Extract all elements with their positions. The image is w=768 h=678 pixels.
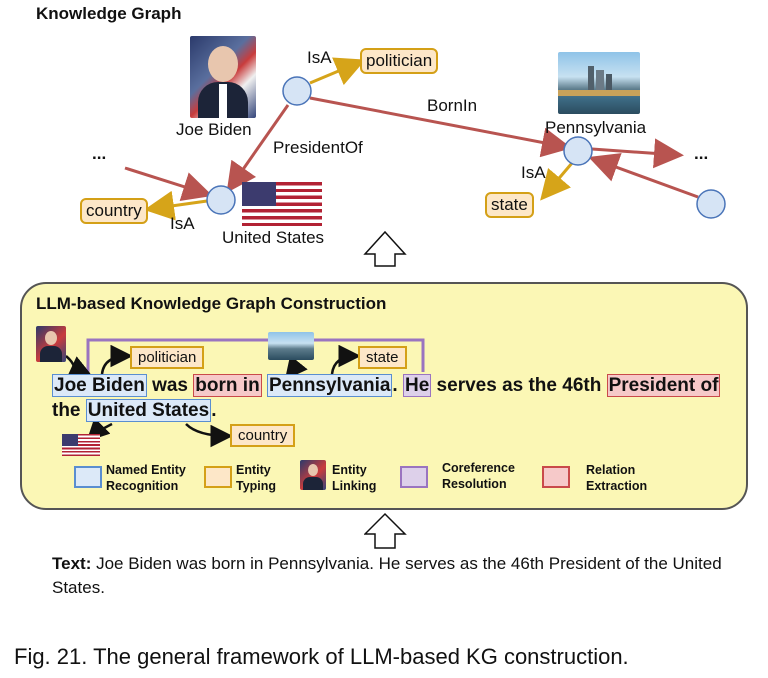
span-pennsylvania: Pennsylvania xyxy=(266,374,393,397)
legend-swatch-typing xyxy=(204,466,232,488)
node-label-joe-biden: Joe Biden xyxy=(176,120,252,139)
pennsylvania-photo xyxy=(558,52,640,114)
input-text-prefix: Text: xyxy=(52,554,92,573)
up-arrow-top xyxy=(363,230,407,267)
span-period1: . xyxy=(392,375,398,396)
edge-isa-state xyxy=(540,162,574,201)
edge-born-in xyxy=(309,96,572,158)
span-president-of: President of xyxy=(606,374,721,397)
type-tag-state: state xyxy=(485,192,534,218)
edge-isa-politician xyxy=(309,57,366,86)
typing-arrow-state xyxy=(330,344,361,375)
type-tag-country: country xyxy=(80,198,148,224)
typing-arrow-politician xyxy=(100,344,133,375)
ellipsis-right: ... xyxy=(694,144,709,163)
edge-label-isa-country: IsA xyxy=(170,214,195,233)
llm-tag-country: country xyxy=(230,424,296,447)
annotated-sentence-line1: Joe Biden was born in Pennsylvania. He s… xyxy=(52,374,721,397)
node-pennsylvania xyxy=(563,136,593,166)
span-serves: serves as the 46th xyxy=(431,375,607,396)
span-he: He xyxy=(402,374,432,397)
node-unnamed xyxy=(696,189,726,219)
link-arrow-biden xyxy=(65,355,91,380)
input-text-body: Joe Biden was born in Pennsylvania. He s… xyxy=(52,554,722,597)
legend-swatch-coref xyxy=(400,466,428,488)
node-united-states xyxy=(206,185,236,215)
span-was: was xyxy=(146,375,194,396)
kg-title: Knowledge Graph xyxy=(36,4,182,23)
legend-swatch-relation xyxy=(542,466,570,488)
typing-arrow-country xyxy=(185,423,233,448)
figure-caption: Fig. 21. The general framework of LLM-ba… xyxy=(14,644,629,669)
span-period2: . xyxy=(211,400,217,421)
span-joe-biden: Joe Biden xyxy=(52,374,147,397)
legend-linking-icon xyxy=(300,460,326,490)
node-joe-biden xyxy=(282,76,312,106)
legend-label-relation: Relation Extraction xyxy=(586,463,648,493)
input-text: Text: Joe Biden was born in Pennsylvania… xyxy=(52,552,742,600)
legend-label-typing: Entity Typing xyxy=(236,463,277,493)
llm-tag-politician: politician xyxy=(130,346,205,369)
edge-right-outgoing xyxy=(591,138,684,169)
mini-biden-photo xyxy=(36,326,66,362)
joe-biden-photo xyxy=(190,36,256,118)
node-label-united-states: United States xyxy=(222,228,325,247)
construction-arrows-svg xyxy=(65,338,425,448)
type-tag-politician: politician xyxy=(360,48,439,74)
span-born-in: born in xyxy=(193,374,262,397)
legend-label-ner: Named Entity Recognition xyxy=(106,463,186,493)
llm-tag-state: state xyxy=(358,346,407,369)
edge-president-of xyxy=(226,104,290,193)
edge-label-isa-politician: IsA xyxy=(307,48,332,67)
span-united-states: United States xyxy=(85,399,212,422)
llm-panel-title: LLM-based Knowledge Graph Construction xyxy=(36,294,387,313)
edge-right-incoming xyxy=(588,153,699,199)
edge-label-isa-state: IsA xyxy=(521,163,546,182)
legend-swatch-ner xyxy=(74,466,102,488)
up-arrow-bottom xyxy=(364,512,407,549)
legend-label-coref: Coreference Resolution xyxy=(442,461,515,491)
kg-edges-svg xyxy=(124,57,726,267)
coref-link xyxy=(86,338,425,372)
mini-pennsylvania-photo xyxy=(268,332,314,360)
edge-left-incoming xyxy=(124,166,213,202)
ellipsis-left: ... xyxy=(92,144,107,163)
edge-isa-country xyxy=(144,190,208,221)
edge-label-born-in: BornIn xyxy=(427,96,478,115)
edge-label-president-of: PresidentOf xyxy=(273,138,363,157)
us-flag-icon xyxy=(242,182,322,226)
mini-us-flag-icon xyxy=(62,434,100,456)
annotated-sentence-line2: the United States. xyxy=(52,399,217,422)
node-label-pennsylvania: Pennsylvania xyxy=(545,118,647,137)
legend-label-linking: Entity Linking xyxy=(332,463,377,493)
span-the: the xyxy=(52,400,86,421)
